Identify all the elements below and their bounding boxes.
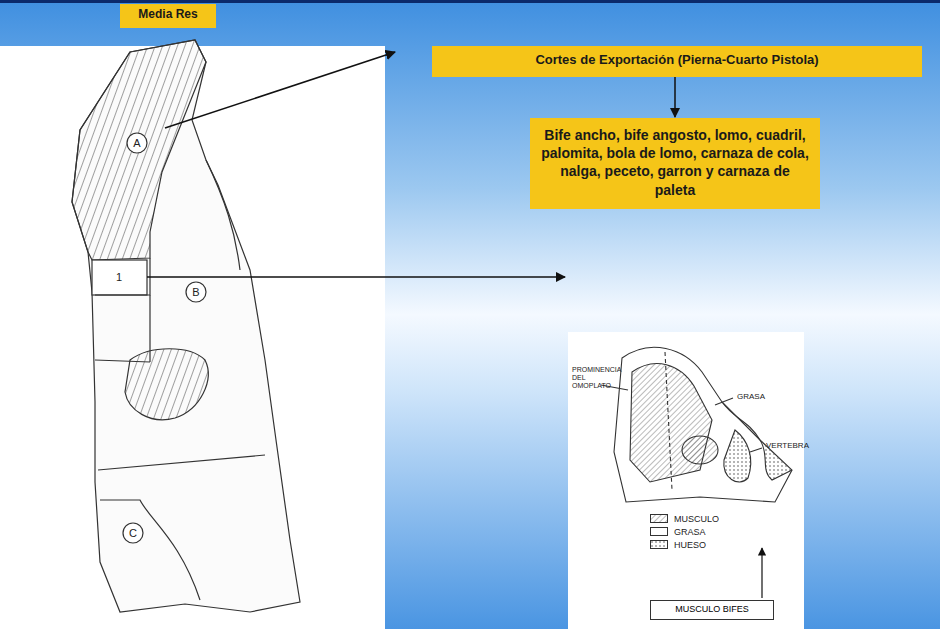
- legend-text: MUSCULO: [674, 514, 719, 524]
- title-box: Media Res: [120, 4, 216, 28]
- muscle-box: MUSCULO BIFES: [650, 600, 774, 620]
- top-rule: [0, 0, 940, 3]
- legend: MUSCULO GRASA HUESO: [650, 512, 719, 551]
- export-box: Cortes de Exportación (Pierna-Cuarto Pis…: [432, 46, 922, 77]
- inset-panel: [568, 332, 804, 629]
- part-label: GRASA: [737, 392, 765, 401]
- legend-swatch: [650, 527, 668, 536]
- callout-letter: C: [129, 527, 137, 540]
- node-text: Bife ancho, bife angosto, lomo, cuadril,…: [540, 126, 810, 199]
- leader-arrow: [761, 548, 762, 598]
- part-label: PROMINENCIA DEL OMOPLATO: [572, 366, 626, 390]
- legend-swatch: [650, 514, 668, 523]
- callout-letter: B: [192, 286, 199, 299]
- legend-item: HUESO: [650, 538, 719, 551]
- rib-cross-section: [601, 347, 792, 502]
- legend-item: MUSCULO: [650, 512, 719, 525]
- node-text: Media Res: [126, 7, 210, 23]
- node-text: MUSCULO BIFES: [655, 604, 769, 616]
- callout-number: 1: [116, 271, 122, 284]
- cuts-box: Bife ancho, bife angosto, lomo, cuadril,…: [530, 118, 820, 209]
- legend-item: GRASA: [650, 525, 719, 538]
- node-text: Cortes de Exportación (Pierna-Cuarto Pis…: [440, 52, 914, 69]
- leader-arrow: [147, 276, 565, 278]
- callout-letter: A: [133, 137, 140, 150]
- legend-text: GRASA: [674, 527, 706, 537]
- half-carcass: [72, 40, 300, 612]
- part-label: VERTEBRA: [766, 441, 809, 450]
- leader-arrow: [165, 52, 395, 128]
- legend-swatch: [650, 540, 668, 549]
- legend-text: HUESO: [674, 540, 706, 550]
- connector-arrow: [674, 77, 676, 117]
